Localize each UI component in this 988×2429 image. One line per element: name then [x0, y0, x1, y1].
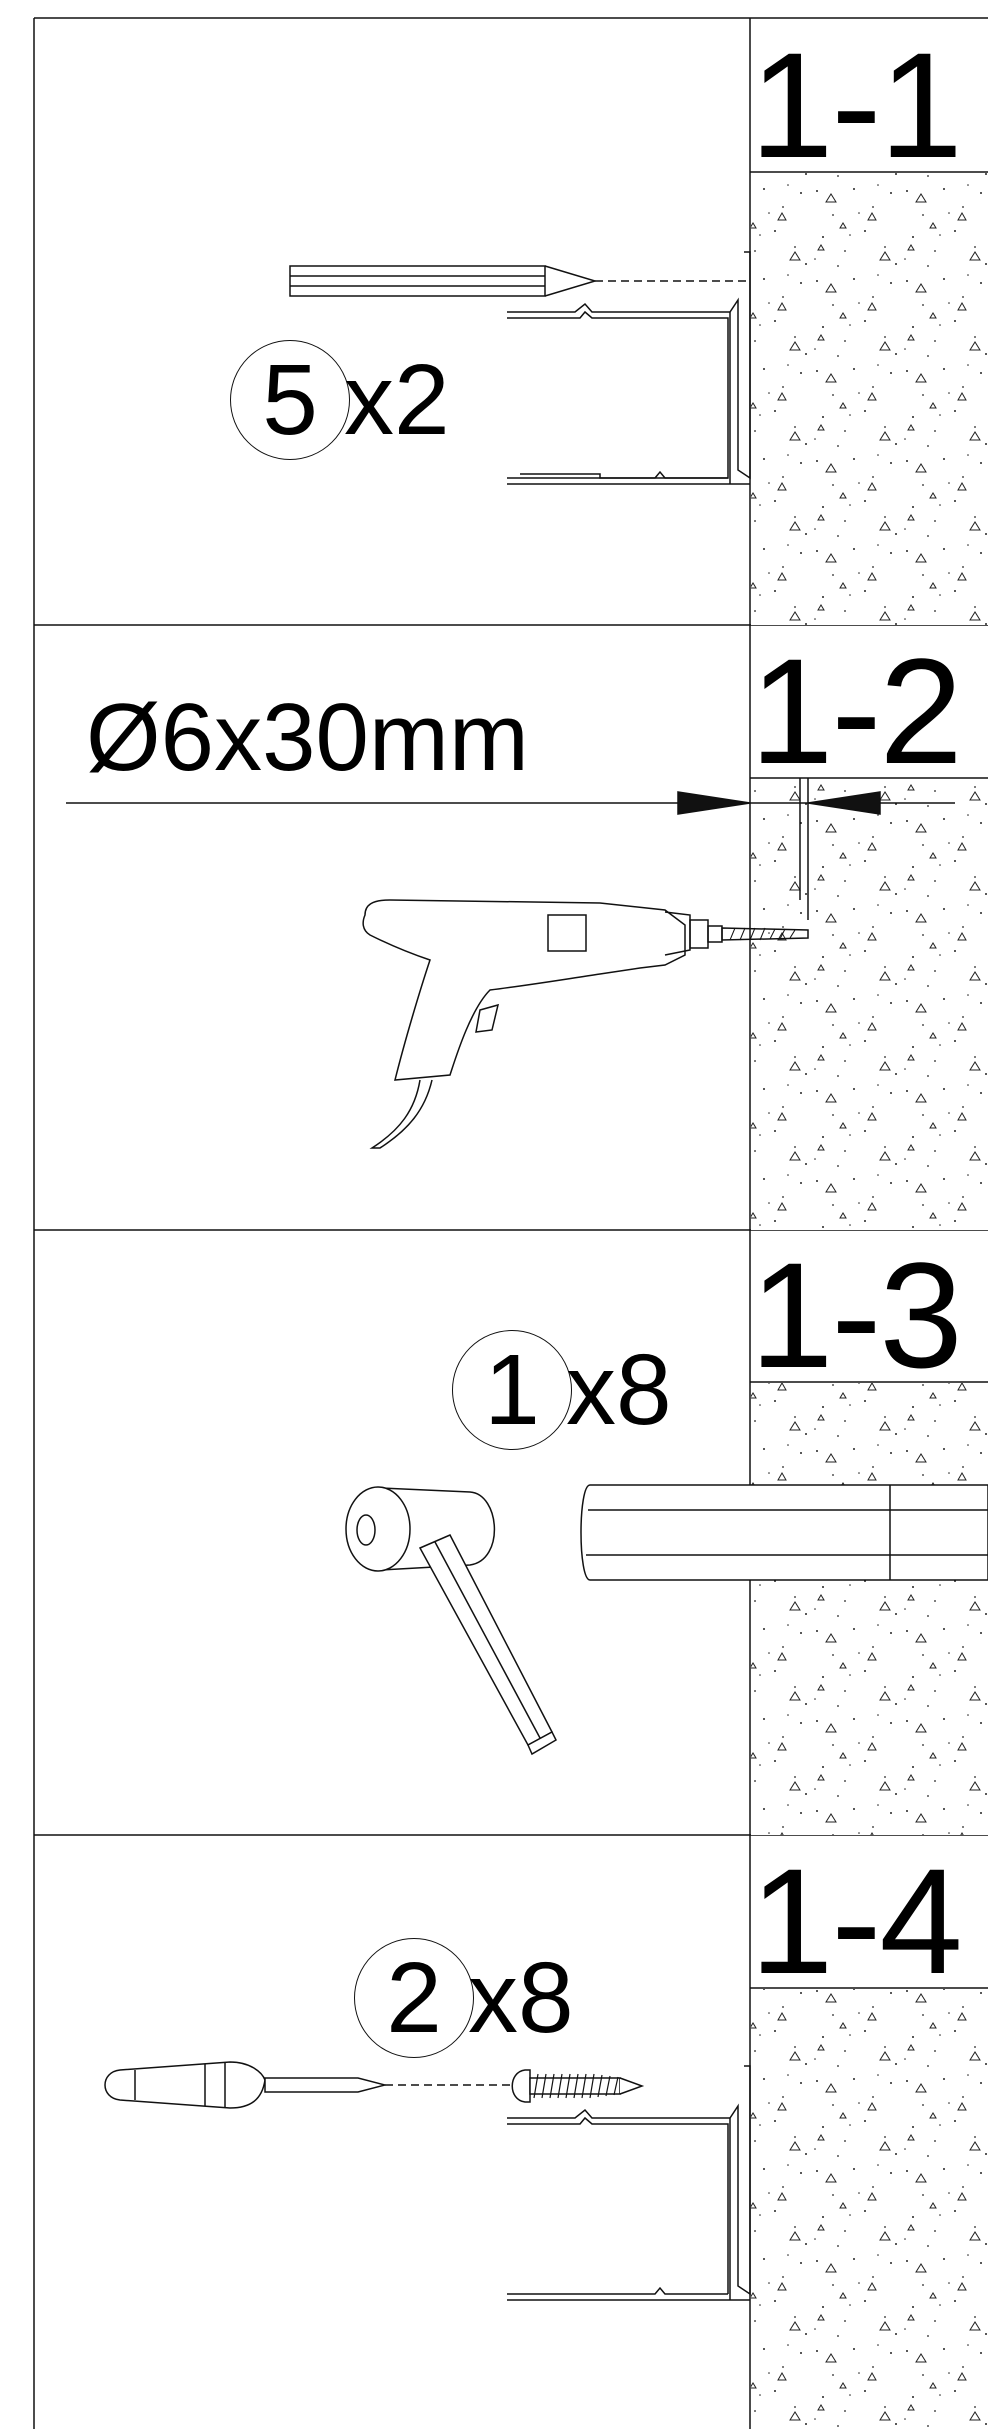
wall-plug-icon	[580, 1484, 988, 1581]
wall-bracket-icon	[507, 251, 751, 485]
concrete-wall-icon	[751, 173, 988, 2429]
screwdriver-icon	[104, 2061, 510, 2109]
quantity-multiplier: x8	[566, 1334, 672, 1446]
step-label-1-1: 1-1	[750, 21, 963, 189]
screw-icon	[511, 2069, 645, 2103]
step-label-1-3: 1-3	[750, 1231, 963, 1399]
step-label-1-4: 1-4	[750, 1837, 963, 2005]
part-number-badge: 2	[354, 1938, 474, 2058]
drill-icon	[362, 899, 809, 1149]
quantity-multiplier: x8	[468, 1942, 574, 2054]
dimension-arrows	[66, 778, 955, 920]
part-number-badge: 1	[452, 1330, 572, 1450]
wall-bracket-icon	[507, 2065, 751, 2301]
quantity-multiplier: x2	[344, 344, 450, 456]
rubber-mallet-icon	[345, 1486, 557, 1756]
part-number-badge: 5	[230, 340, 350, 460]
drill-dimension: Ø6x30mm	[86, 684, 529, 791]
step-label-1-2: 1-2	[750, 627, 963, 795]
wall-plug-icon	[289, 265, 750, 297]
